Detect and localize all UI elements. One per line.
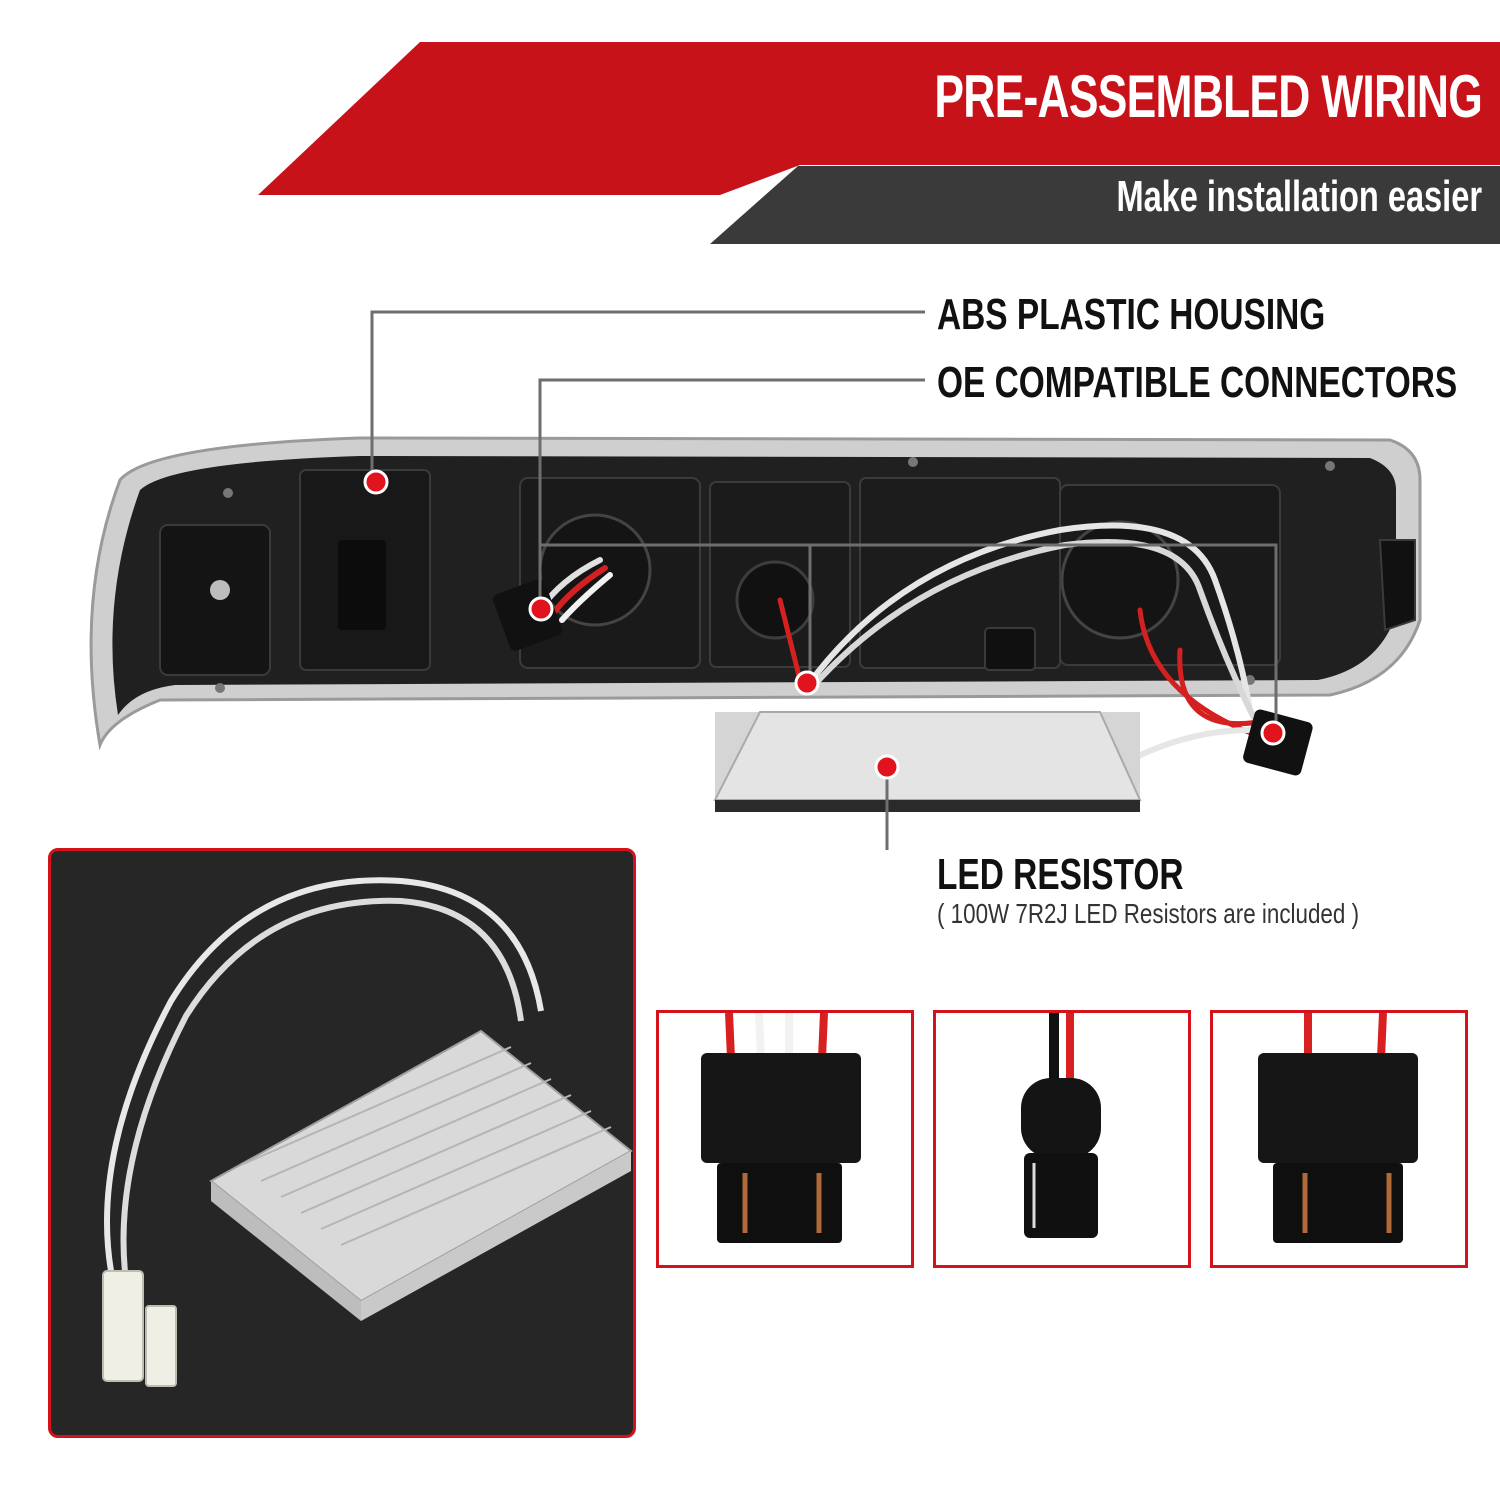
page-subtitle: Make installation easier (1116, 172, 1482, 221)
connector-photo-3 (1258, 1013, 1418, 1243)
connector-thumb-2 (933, 1010, 1191, 1268)
connector-left (493, 578, 562, 651)
connector-thumb-3 (1210, 1010, 1468, 1268)
marker-connector-left (528, 596, 554, 622)
marker-dots (363, 469, 1286, 780)
callout-resistor-note: ( 100W 7R2J LED Resistors are included ) (937, 898, 1360, 929)
resistor-illustration (713, 711, 1142, 812)
callout-connectors: OE COMPATIBLE CONNECTORS (937, 358, 1458, 407)
lamp-housing (89, 436, 1422, 751)
callout-resistor: LED RESISTOR (937, 850, 1184, 899)
red-banner-shape (258, 42, 1500, 195)
connector-thumb-1 (656, 1010, 914, 1268)
resistor-photo-panel (48, 848, 636, 1438)
marker-resistor (874, 754, 900, 780)
marker-connector-right (1260, 720, 1286, 746)
connector-photo-1 (701, 1013, 861, 1243)
callout-housing: ABS PLASTIC HOUSING (937, 290, 1326, 339)
marker-housing (363, 469, 389, 495)
header-banner (258, 42, 1500, 244)
marker-connector-mid (794, 670, 820, 696)
product-illustration (89, 310, 1422, 850)
page-title: PRE-ASSEMBLED WIRING (934, 63, 1482, 130)
leader-lines (370, 310, 1278, 850)
resistor-photo (102, 877, 633, 1387)
grey-banner-shape (710, 166, 1500, 244)
connector-photo-2 (1021, 1013, 1101, 1238)
